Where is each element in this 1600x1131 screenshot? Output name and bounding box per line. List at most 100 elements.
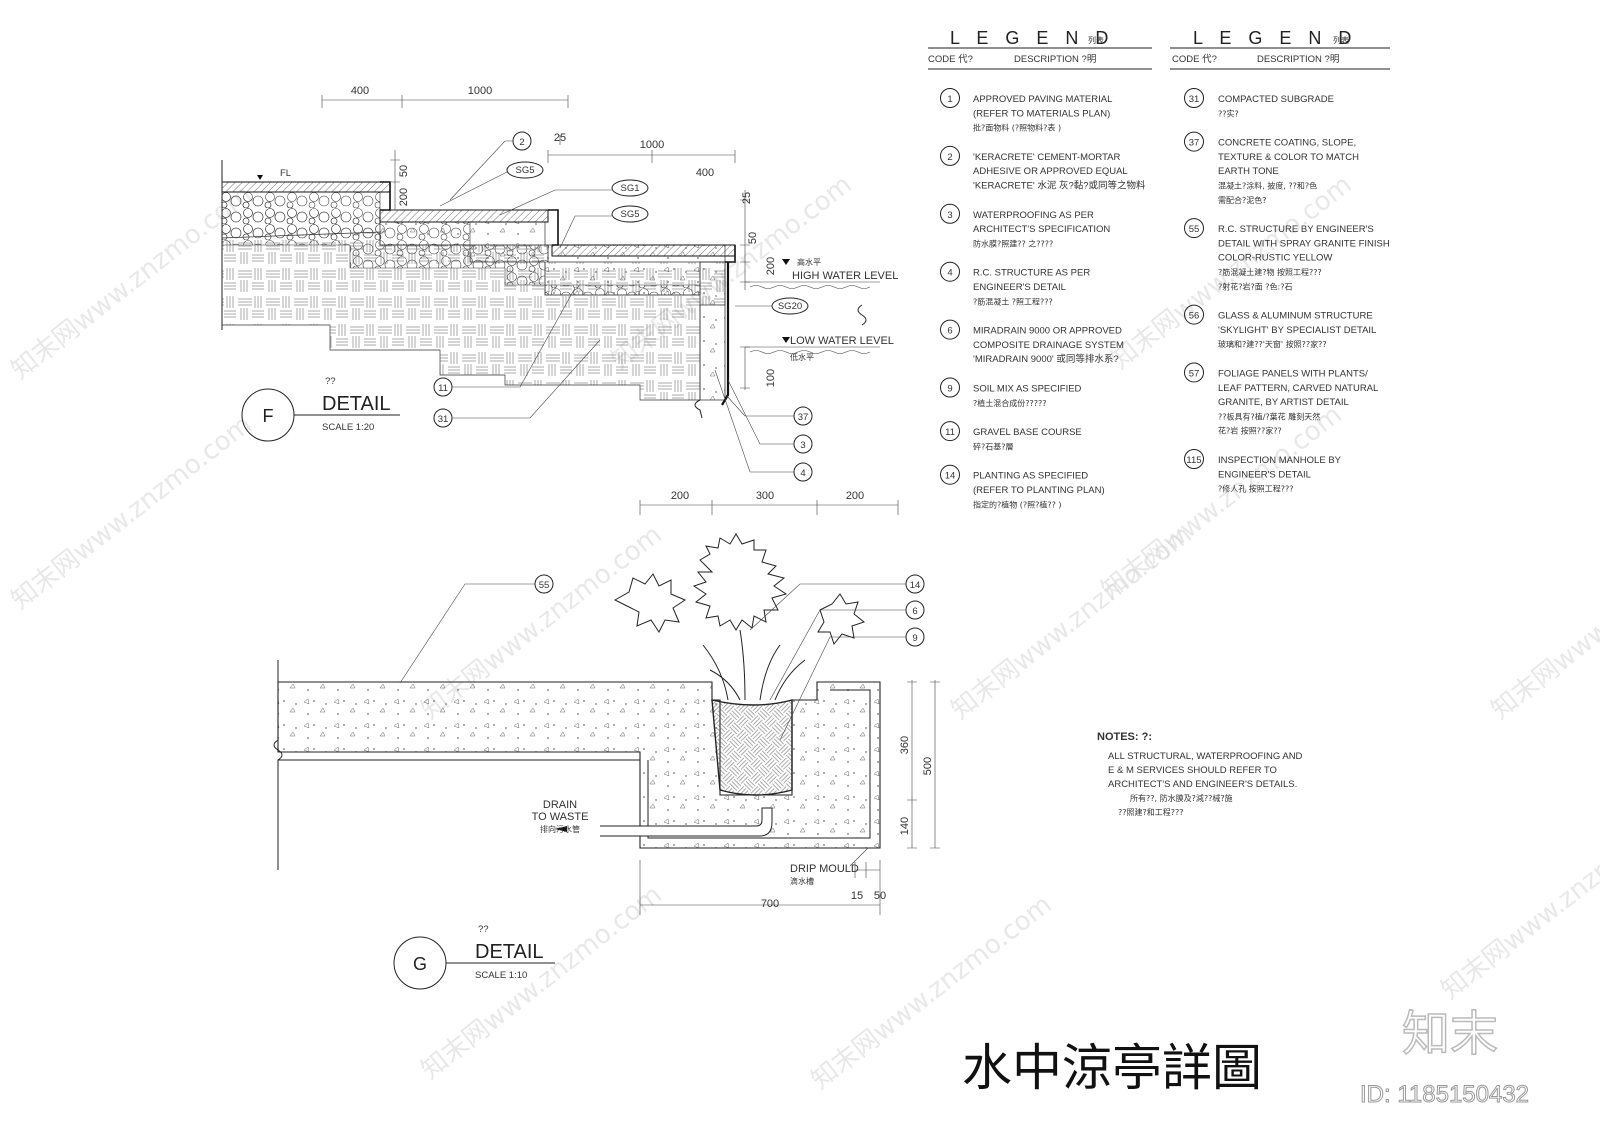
legend-description-line: 防水膜?照建?? 之???? (973, 238, 1053, 248)
legend-description-line: ?修人孔 按照工程??? (1218, 484, 1294, 494)
svg-text:SG20: SG20 (778, 301, 802, 312)
callout-bubble: 6 (769, 600, 925, 701)
legend-code-bubble (940, 203, 960, 224)
legend-code: 6 (947, 326, 952, 337)
legend-description-line: ?筋混凝土建?物 按照工程??? (1218, 267, 1322, 277)
watermark-text: 知末网www.znzmo.com (6, 180, 258, 386)
legend-title-cn: 列表 (1333, 35, 1349, 45)
legend-description-line: 玻璃和?建??'天窗' 按照??家?? (1218, 339, 1327, 349)
dimension-label: 15 (851, 890, 863, 902)
callout-bubble: 9 (779, 627, 925, 741)
legend-description-line: ADHESIVE OR APPROVED EQUAL (973, 166, 1128, 177)
dimension-lines (321, 95, 750, 390)
sg-tag: SG5 (439, 161, 544, 207)
svg-text:SG5: SG5 (515, 165, 534, 176)
legend-code: 115 (1186, 455, 1201, 466)
high-water-level-label: HIGH WATER LEVEL (792, 270, 898, 282)
waterproofing-membrane (721, 262, 730, 406)
legend-code-bubble (1184, 449, 1204, 469)
svg-text:4: 4 (800, 468, 805, 479)
flow-arrow (555, 826, 567, 832)
callout-bubble: 14 (749, 574, 925, 631)
detail-title: DETAIL (322, 393, 391, 415)
legend-code: 3 (947, 210, 952, 221)
plant-foliage (692, 533, 788, 631)
dimension-label: 200 (398, 188, 410, 206)
break-line (694, 399, 703, 419)
paving-layer-hatch (379, 209, 549, 223)
drip-mould-cn: 滴水槽 (790, 876, 814, 886)
legend-description-line: GLASS & ALUMINUM STRUCTURE (1218, 311, 1373, 322)
detail-title-cn: ?? (325, 376, 336, 387)
notes-line: ALL STRUCTURAL, WATERPROOFING AND (1108, 751, 1303, 762)
plant-foliage (613, 573, 687, 633)
step-riser (548, 209, 559, 246)
notes-line-cn: 所有??, 防水膜及?減??械?施 (1130, 793, 1233, 803)
drain-label: DRAIN (543, 799, 577, 811)
legend-description-line: ?射花?岩?面 ?色:?石 (1218, 281, 1292, 291)
dimension-label: 360 (899, 736, 911, 754)
legend-code-header: CODE 代? (928, 54, 973, 65)
sg-tag: SG5 (559, 205, 649, 249)
legend-code-bubble (940, 319, 960, 340)
paving-layer-hatch (221, 181, 391, 193)
detail-f-drawing: 400 1000 25 50 200 1000 400 25 50 200 10… (221, 85, 898, 482)
brand-logo: 知末 (1402, 1006, 1498, 1062)
legend-code-bubble (1184, 218, 1204, 239)
legend-description-line: EARTH TONE (1218, 166, 1279, 177)
break-line (273, 660, 283, 870)
svg-text:14: 14 (910, 580, 921, 591)
legend-code-bubble (1184, 304, 1204, 325)
legend-description-line: 批?面物料 (?照物料?表 ) (973, 123, 1061, 133)
legend-code: 2 (947, 152, 952, 163)
dimension-label: 50 (874, 890, 886, 902)
legend-description-line: 指定的?植物 (?照?植?? ) (973, 499, 1062, 509)
legend-code: 56 (1189, 311, 1200, 322)
legend-description-line: 'KERACRETE' 水泥 灰?黏?或同等之物料 (973, 180, 1146, 192)
detail-title: DETAIL (475, 941, 544, 963)
legend-description-line: 'MIRADRAIN 9000' 或同等排水系? (973, 353, 1119, 365)
dimension-label: 140 (899, 817, 911, 835)
legend-description-line: MIRADRAIN 9000 OR APPROVED (973, 326, 1122, 337)
legend-description-header: DESCRIPTION ?明 (1257, 54, 1339, 65)
dimension-lines (639, 500, 940, 915)
legend-description-line: 需配合?泥色? (1218, 195, 1267, 205)
legend-description-line: ENGINEER'S DETAIL (973, 282, 1066, 293)
svg-text:9: 9 (912, 633, 917, 644)
legend-code-bubble (940, 421, 960, 442)
legend-description-line: PLANTING AS SPECIFIED (973, 471, 1088, 482)
drain-label-cn: 排向污水管 (540, 824, 580, 834)
legend-code: 14 (945, 471, 956, 482)
svg-text:SG1: SG1 (620, 183, 639, 194)
detail-title-cn: ?? (478, 924, 489, 935)
callout-bubble: 3 (727, 379, 813, 454)
step-riser (380, 181, 391, 211)
dimension-label: 200 (671, 490, 689, 502)
callout-bubble: 11 (433, 287, 576, 397)
watermark-text: 知末网www.znzmo.com (1486, 520, 1600, 726)
legend-code-bubble (1184, 88, 1204, 108)
svg-text:SG5: SG5 (620, 209, 639, 220)
break-line (857, 304, 867, 326)
legend-code: 4 (947, 268, 952, 279)
low-water-level-cn: 低水平 (790, 352, 814, 362)
legend-code-bubble (1184, 131, 1204, 152)
legend-description-line: LEAF PATTERN, CARVED NATURAL (1218, 383, 1378, 394)
rc-wall-concrete (699, 261, 726, 401)
legend-description-line: ?植土混合成份????? (973, 398, 1046, 408)
drain-pipe (600, 807, 773, 837)
legend-code: 31 (1189, 94, 1200, 105)
legend-code: 55 (1189, 224, 1200, 235)
watermark-text: 知末网www.znzmo.com (1436, 800, 1600, 1006)
